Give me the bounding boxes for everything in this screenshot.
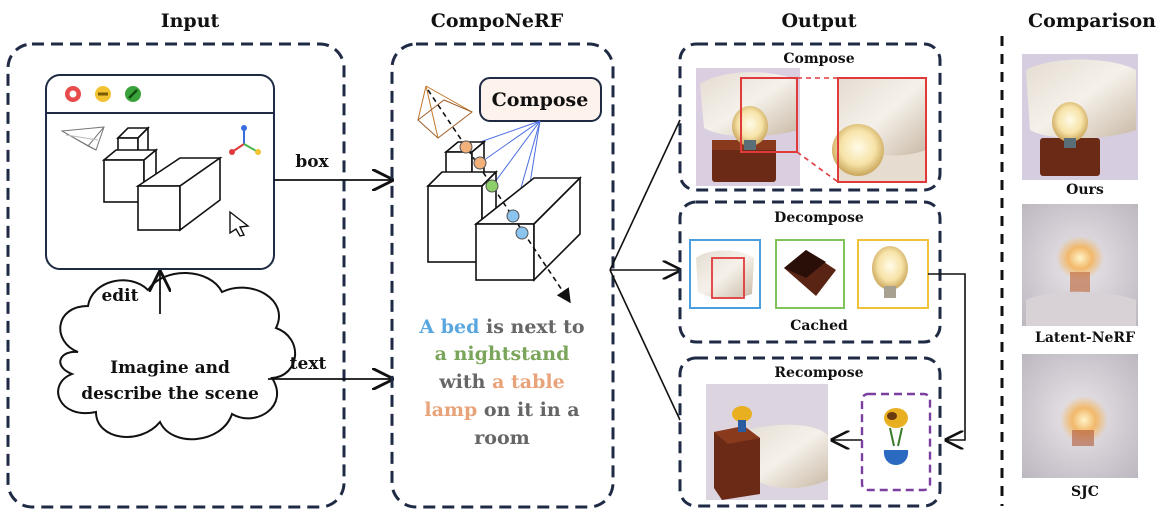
- editor-window: [45, 74, 275, 270]
- sentence-line-3: with a table: [438, 371, 564, 393]
- compose-box: [479, 77, 602, 122]
- section-title-output: Output: [781, 10, 856, 32]
- recompose-output-panel: [678, 356, 942, 508]
- decomposed-nightstand: [775, 239, 845, 309]
- sentence-line-4: lamp on it in a: [424, 399, 579, 421]
- sample-point-lamp-2: [473, 156, 487, 170]
- sentence-segment: is next to: [479, 316, 584, 338]
- sentence-segment: room: [474, 427, 529, 449]
- compose-label: Compose: [492, 89, 589, 111]
- sentence-segment: with: [438, 371, 492, 393]
- comparison-latent-nerf: [1022, 204, 1138, 326]
- sentence-line-1: A bed is next to: [418, 316, 584, 338]
- sentence-line-5: room: [474, 427, 529, 449]
- compose-output-title: Compose: [783, 51, 854, 67]
- new-object-sunflower-vase: [860, 392, 932, 492]
- cloud-line-1: Imagine and: [110, 358, 230, 378]
- comparison-label-ours: Ours: [1066, 182, 1104, 198]
- cached-label: Cached: [790, 318, 848, 334]
- edge-label-text: text: [290, 354, 327, 374]
- output-connectors: [609, 119, 680, 421]
- scene-boxes: [426, 140, 582, 282]
- zoom-guide-bottom: [796, 151, 839, 183]
- editor-boxes: [101, 126, 223, 232]
- decomposed-bed: [689, 239, 761, 309]
- decompose-output-panel: [678, 200, 942, 344]
- cloud-line-2: describe the scene: [81, 384, 259, 404]
- scene-description-cloud: Imagine and describe the scene: [57, 272, 296, 441]
- section-title-input: Input: [161, 10, 220, 32]
- sentence-segment: A bed: [418, 316, 479, 338]
- comparison-sjc: [1022, 354, 1138, 478]
- edge-label-box: box: [295, 152, 329, 172]
- camera-icon: [60, 126, 105, 151]
- sample-point-nightstand: [485, 179, 499, 193]
- zoomed-render: [832, 77, 927, 183]
- sample-point-bed-1: [506, 209, 520, 223]
- cursor-icon: [229, 210, 250, 237]
- axis-gizmo-icon: [229, 125, 261, 155]
- decomposed-lamp: [857, 239, 929, 309]
- comparison-label-latent-nerf: Latent-NeRF: [1035, 330, 1135, 346]
- composed-render: [696, 68, 800, 186]
- sentence-segment: a table: [492, 371, 565, 393]
- sentence-segment: a nightstand: [435, 343, 570, 365]
- section-title-comparison: Comparison: [1028, 10, 1156, 32]
- compose-output-panel: [678, 42, 942, 192]
- sample-point-bed-2: [515, 226, 529, 240]
- recomposed-render: [706, 384, 828, 500]
- sentence-segment: on it in a: [477, 399, 579, 421]
- camera-ray: [427, 89, 571, 304]
- input-panel: [6, 42, 346, 509]
- camera-frustum-icon: [417, 85, 473, 139]
- decompose-output-title: Decompose: [774, 210, 864, 226]
- sentence-line-2: a nightstand: [435, 343, 570, 365]
- sentence-segment: lamp: [424, 399, 477, 421]
- comparison-ours: [1022, 54, 1138, 180]
- comparison-label-sjc: SJC: [1071, 484, 1099, 500]
- section-title-componerf: CompoNeRF: [431, 10, 564, 32]
- cached-arrow: [928, 273, 966, 440]
- sample-point-lamp-1: [459, 140, 473, 154]
- componerf-panel: [390, 42, 615, 509]
- scene-sentence: A bed is next to a nightstand with a tab…: [418, 316, 584, 449]
- recompose-output-title: Recompose: [774, 365, 863, 381]
- edge-label-edit: edit: [101, 286, 138, 306]
